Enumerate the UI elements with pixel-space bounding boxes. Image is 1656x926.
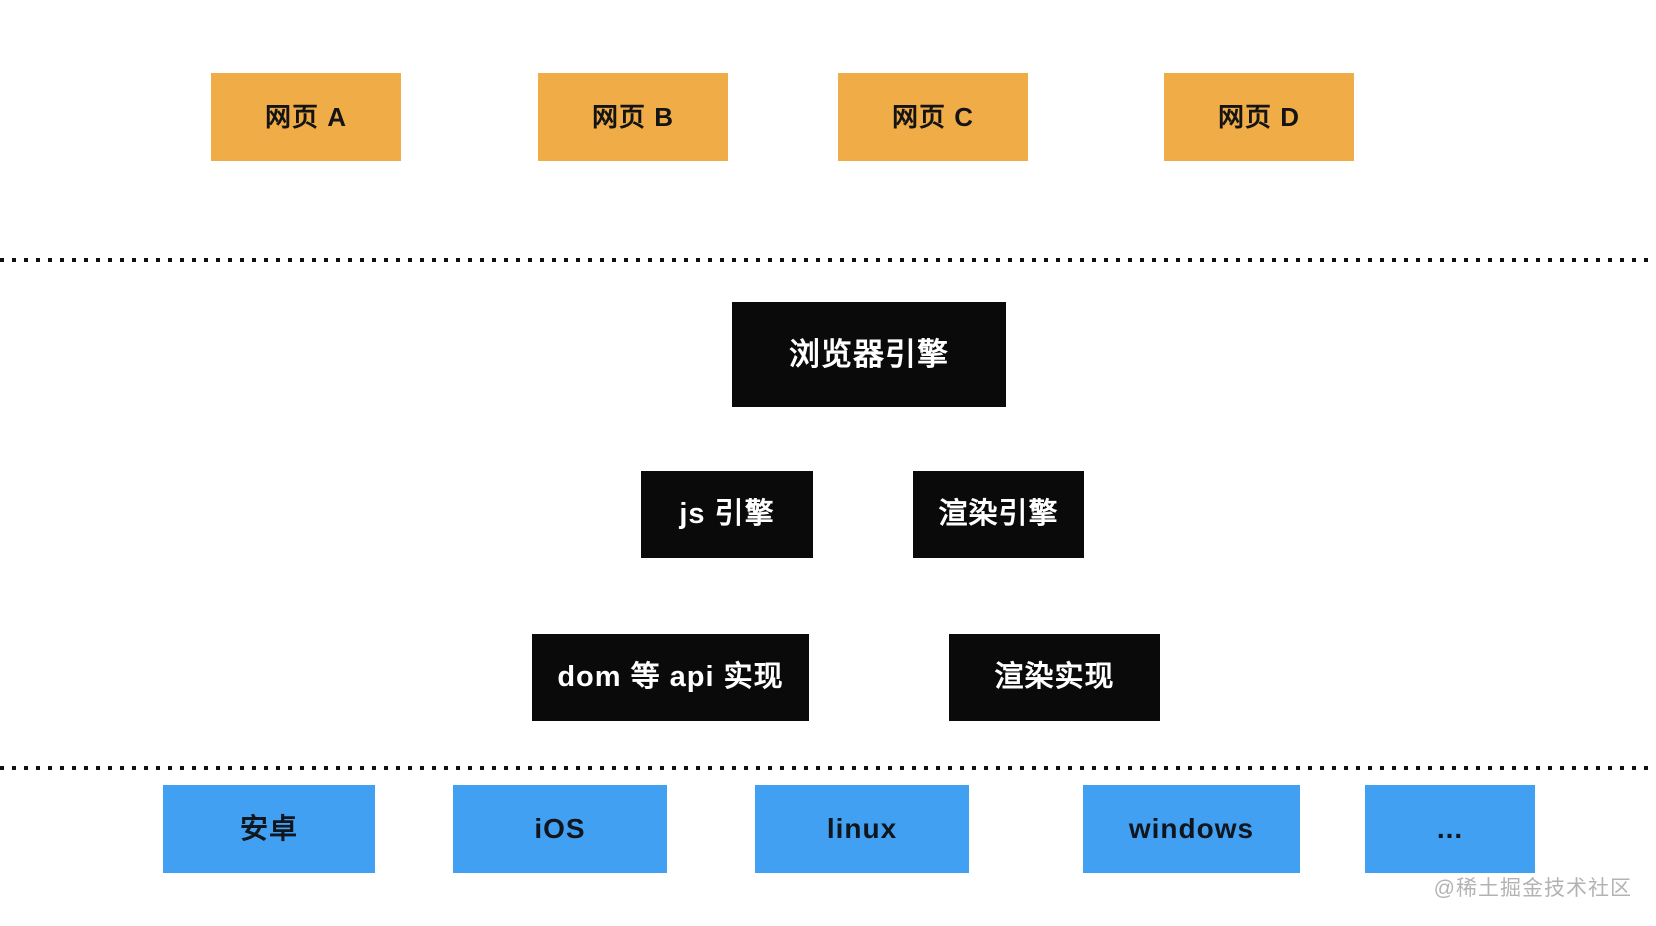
render-impl-box: 渲染实现: [949, 634, 1160, 721]
web-page-a-box: 网页 A: [211, 73, 401, 161]
divider-bottom-dotted-line: [0, 766, 1656, 770]
platform-linux-box: linux: [755, 785, 969, 873]
platform-android-box: 安卓: [163, 785, 375, 873]
browser-engine-box: 浏览器引擎: [732, 302, 1006, 407]
platform-windows-box: windows: [1083, 785, 1300, 873]
web-page-c-box: 网页 C: [838, 73, 1028, 161]
divider-top-dotted-line: [0, 258, 1656, 262]
platform-ellipsis-box: ...: [1365, 785, 1535, 873]
web-page-d-box: 网页 D: [1164, 73, 1354, 161]
juejin-watermark: @稀土掘金技术社区: [1433, 877, 1632, 900]
web-page-b-box: 网页 B: [538, 73, 728, 161]
platform-ios-box: iOS: [453, 785, 667, 873]
js-engine-box: js 引擎: [641, 471, 813, 558]
render-engine-box: 渲染引擎: [913, 471, 1084, 558]
dom-api-impl-box: dom 等 api 实现: [532, 634, 809, 721]
